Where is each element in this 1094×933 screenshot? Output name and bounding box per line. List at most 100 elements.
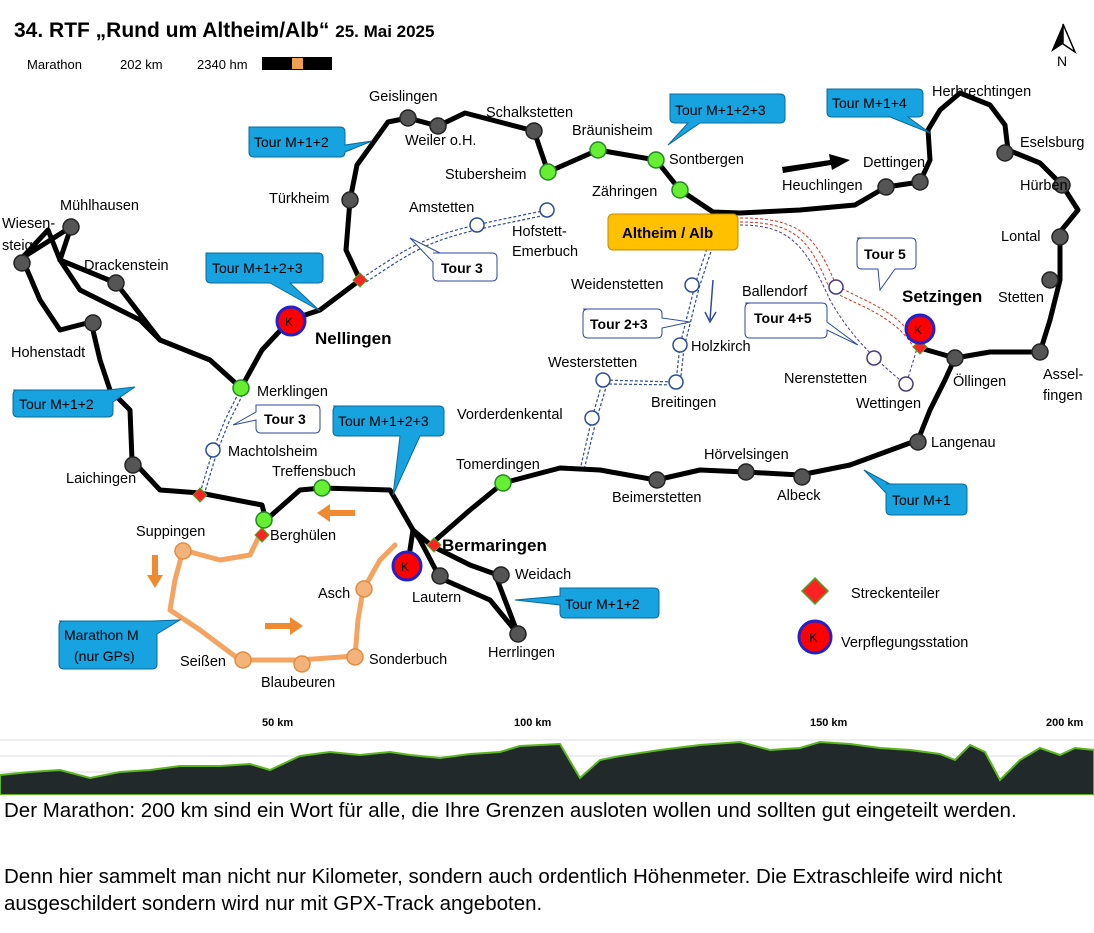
callout-tour-m12-south: Tour M+1+2 <box>514 587 660 619</box>
callout-tour-m12-north: Tour M+1+2 <box>248 126 373 158</box>
place-labels: Geislingen Schalkstetten Bräunisheim Wei… <box>2 84 1084 691</box>
elevation-profile <box>0 739 1094 795</box>
food-letter-2: K <box>401 560 409 574</box>
north-letter: N <box>1057 53 1067 69</box>
legend-food-icon <box>797 619 833 655</box>
food-letter-1: K <box>285 315 293 329</box>
legend-splitter-label: Streckenteiler <box>851 586 940 602</box>
label-blaubeuren: Blaubeuren <box>261 675 335 691</box>
route-elevation: 2340 hm <box>197 57 248 72</box>
callout-text-1: Tour M+1+2 <box>254 134 329 150</box>
callout-text-3: Tour M+1+4 <box>832 95 907 111</box>
label-muehlhausen: Mühlhausen <box>60 198 139 214</box>
label-lontal: Lontal <box>1001 229 1041 245</box>
route-map: K K K Altheim / Alb Geislingen Schalkste… <box>2 84 1084 691</box>
route-distance: 202 km <box>120 57 163 72</box>
label-wettingen: Wettingen <box>856 396 921 412</box>
callout-text-10: Tour 3 <box>264 411 306 427</box>
label-dettingen: Dettingen <box>863 155 925 171</box>
label-eselsburg: Eselsburg <box>1020 135 1084 151</box>
direction-arrow-blue <box>704 279 717 324</box>
legend-food-label: Verpflegungsstation <box>841 635 968 651</box>
callout-text-4: Tour 3 <box>441 260 483 276</box>
callout-marathon-m: Marathon M (nur GPs) <box>58 619 182 670</box>
direction-arrows-orange <box>147 504 355 635</box>
label-wiesensteig-1: Wiesen- <box>2 216 55 232</box>
legend-splitter-icon <box>800 576 830 606</box>
label-huerben: Hürben <box>1020 178 1068 194</box>
tour-4-5-route <box>739 224 919 386</box>
food-letter-3: K <box>914 323 922 337</box>
label-breitingen: Breitingen <box>651 395 716 411</box>
label-oellingen: Öllingen <box>953 372 1006 390</box>
profile-tick-150: 150 km <box>810 717 848 729</box>
label-geislingen: Geislingen <box>369 89 438 105</box>
profile-tick-50: 50 km <box>262 717 294 729</box>
label-suppingen: Suppingen <box>136 524 205 540</box>
callout-tour-m123-west: Tour M+1+2+3 <box>205 252 324 312</box>
label-treffensbuch: Treffensbuch <box>272 464 356 480</box>
label-hofstett-2: Emerbuch <box>512 244 578 260</box>
label-zaehringen: Zähringen <box>592 184 657 200</box>
label-beimerstetten: Beimerstetten <box>612 490 701 506</box>
label-hoervelsingen: Hörvelsingen <box>704 447 789 463</box>
callout-text-8: Tour 4+5 <box>754 310 812 326</box>
callout-tour-5: Tour 5 <box>856 237 917 292</box>
callouts-white: Tour 3 Tour 5 Tour 2+3 Tour 4+5 Tour 3 <box>232 237 917 434</box>
legend: Streckenteiler K Verpflegungsstation <box>797 576 968 655</box>
label-lautern: Lautern <box>412 590 461 606</box>
callout-text-9: Tour M+1+2 <box>19 396 94 412</box>
label-drackenstein: Drackenstein <box>84 258 169 274</box>
label-vorderdenkental: Vorderdenkental <box>457 407 563 423</box>
callout-text-14a: Marathon M <box>64 627 139 643</box>
start-box: Altheim / Alb <box>607 213 739 251</box>
tour-points-east <box>828 279 914 392</box>
north-arrow-icon: N <box>1043 22 1083 77</box>
legend-food-letter: K <box>809 630 818 645</box>
label-holzkirch: Holzkirch <box>691 339 751 355</box>
callout-tour-m123-north: Tour M+1+2+3 <box>667 93 786 146</box>
label-tomerdingen: Tomerdingen <box>456 457 540 473</box>
event-date: 25. Mai 2025 <box>335 22 435 41</box>
callout-tour-3-north: Tour 3 <box>409 237 498 282</box>
callout-text-11: Tour M+1+2+3 <box>338 413 429 429</box>
label-laichingen: Laichingen <box>66 471 136 487</box>
callout-tour-m14: Tour M+1+4 <box>826 88 931 134</box>
start-label: Altheim / Alb <box>622 225 713 242</box>
label-herbrechtingen: Herbrechtingen <box>932 84 1031 100</box>
description-paragraph-2: Denn hier sammelt man nicht nur Kilomete… <box>4 865 1003 915</box>
label-schalkstetten: Schalkstetten <box>486 105 573 121</box>
map-title: 34. RTF „Rund um Altheim/Alb“ 25. Mai 20… <box>14 19 434 43</box>
label-heuchlingen: Heuchlingen <box>782 178 863 194</box>
label-wiesensteig-2: steig <box>2 238 33 254</box>
food-stations: K K K <box>275 305 936 582</box>
callout-tour-3-west: Tour 3 <box>232 404 321 434</box>
tour-5-route <box>739 217 919 349</box>
callout-text-5: Tour M+1+2+3 <box>212 260 303 276</box>
callout-tour-2-3: Tour 2+3 <box>582 308 691 339</box>
route-type: Marathon <box>27 57 82 72</box>
label-nerenstetten: Nerenstetten <box>784 371 867 387</box>
label-sontbergen: Sontbergen <box>669 152 744 168</box>
label-amstetten: Amstetten <box>409 200 474 216</box>
callout-text-13: Tour M+1+2 <box>565 596 640 612</box>
scale-bar <box>262 57 332 70</box>
label-weidenstetten: Weidenstetten <box>571 277 663 293</box>
callout-tour-m123-center: Tour M+1+2+3 <box>332 405 445 496</box>
callout-tour-m12-west: Tour M+1+2 <box>12 386 136 418</box>
callout-tour-m1: Tour M+1 <box>863 469 968 516</box>
label-assel-2: fingen <box>1043 388 1083 404</box>
label-berghuelen: Berghülen <box>270 528 336 544</box>
profile-tick-200: 200 km <box>1046 717 1084 729</box>
label-merklingen: Merklingen <box>257 384 328 400</box>
label-stubersheim: Stubersheim <box>445 167 526 183</box>
control-points-green <box>232 141 689 529</box>
label-herrlingen: Herrlingen <box>488 645 555 661</box>
callout-text-12: Tour M+1 <box>892 492 951 508</box>
callout-text-14b: (nur GPs) <box>74 648 135 664</box>
label-setzingen: Setzingen <box>902 287 982 306</box>
label-sonderbuch: Sonderbuch <box>369 652 447 668</box>
callout-text-2: Tour M+1+2+3 <box>675 102 766 118</box>
callout-text-6: Tour 5 <box>864 246 906 262</box>
label-hohenstadt: Hohenstadt <box>11 345 85 361</box>
